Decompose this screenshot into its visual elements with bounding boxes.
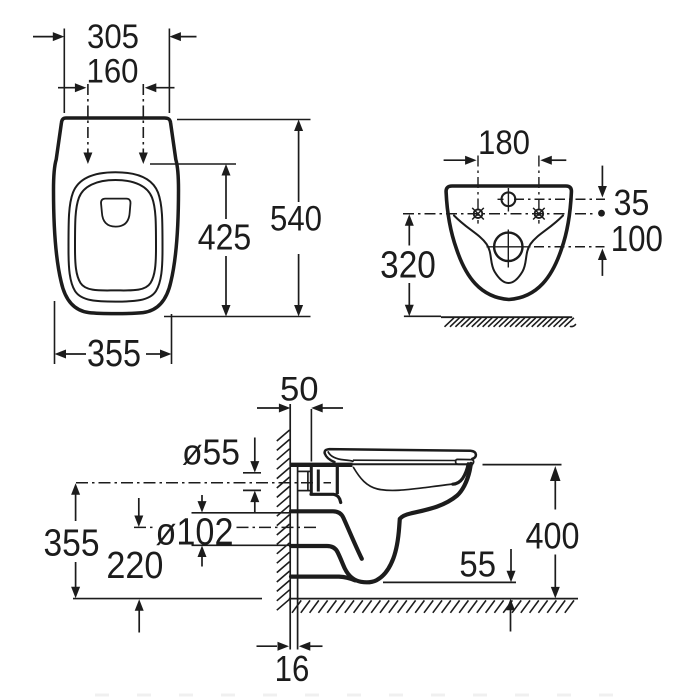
svg-text:355: 355 [44,523,100,565]
svg-text:100: 100 [611,218,663,259]
svg-text:160: 160 [87,53,139,91]
svg-text:ø55: ø55 [182,432,240,473]
svg-text:16: 16 [275,648,310,689]
svg-text:540: 540 [270,200,322,239]
svg-text:180: 180 [478,124,530,162]
svg-text:400: 400 [526,515,580,556]
svg-text:355: 355 [87,333,141,375]
svg-text:320: 320 [380,245,436,287]
svg-text:ø102: ø102 [156,511,234,553]
svg-text:35: 35 [614,182,650,223]
svg-text:220: 220 [106,545,163,587]
svg-text:50: 50 [280,371,319,409]
svg-text:305: 305 [87,18,139,56]
svg-text:425: 425 [198,217,252,258]
svg-text:55: 55 [459,544,496,585]
